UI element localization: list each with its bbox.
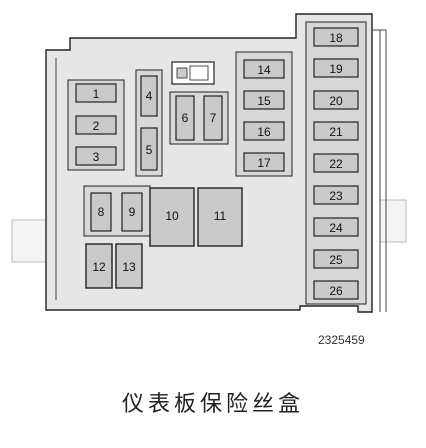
fuse-2: 2	[75, 115, 117, 135]
fuse-25-label: 25	[329, 253, 343, 267]
figure-caption: 仪表板保险丝盒	[121, 392, 304, 417]
fuse-16: 16	[243, 121, 285, 141]
fuse-4: 4	[140, 75, 158, 117]
fuse-5-label: 5	[146, 143, 153, 157]
fuse-8: 8	[90, 192, 112, 232]
fuse-3-label: 3	[93, 150, 100, 164]
fuse-5: 5	[140, 127, 158, 171]
fuse-18: 18	[313, 27, 359, 47]
fuse-22: 22	[313, 153, 359, 173]
fuse-14: 14	[243, 59, 285, 79]
fuse-17: 17	[243, 152, 285, 172]
fuse-9-label: 9	[129, 205, 136, 219]
fuse-19: 19	[313, 58, 359, 78]
relay-13-label: 13	[122, 260, 136, 274]
fuse-4-label: 4	[146, 89, 153, 103]
fuse-20-label: 20	[329, 94, 343, 108]
fuse-15-label: 15	[257, 94, 271, 108]
fuse-21: 21	[313, 121, 359, 141]
fuse-20: 20	[313, 90, 359, 110]
fuse-26: 26	[313, 280, 359, 300]
relay-connector-slot	[189, 65, 209, 81]
relay-11-label: 11	[214, 209, 227, 223]
fuse-21-label: 21	[329, 125, 343, 139]
fuse-23: 23	[313, 185, 359, 205]
relay-connector-slot	[176, 67, 188, 79]
fuse-26-label: 26	[329, 284, 343, 298]
fuse-1: 1	[75, 83, 117, 103]
fuse-6: 6	[175, 95, 195, 141]
fuse-6-label: 6	[182, 111, 189, 125]
fuse-18-label: 18	[329, 31, 343, 45]
relay-12-label: 12	[92, 260, 106, 274]
relay-10: 10	[149, 187, 195, 247]
fuse-23-label: 23	[329, 189, 343, 203]
fuse-16-label: 16	[257, 125, 271, 139]
figure-code: 2325459	[318, 333, 365, 347]
fuse-7-label: 7	[210, 111, 217, 125]
relay-13: 13	[115, 243, 143, 289]
fuse-2-label: 2	[93, 119, 100, 133]
mount-bar-right	[379, 199, 407, 243]
fuse-7: 7	[203, 95, 223, 141]
fuse-25: 25	[313, 249, 359, 269]
fuse-15: 15	[243, 90, 285, 110]
fuse-22-label: 22	[329, 157, 343, 171]
relay-12: 12	[85, 243, 113, 289]
fuse-9: 9	[121, 192, 143, 232]
relay-11: 11	[197, 187, 243, 247]
fuse-8-label: 8	[98, 205, 105, 219]
fuse-19-label: 19	[329, 62, 343, 76]
relay-10-label: 10	[165, 209, 179, 223]
fuse-24-label: 24	[329, 221, 343, 235]
fuse-17-label: 17	[257, 156, 271, 170]
fuse-3: 3	[75, 146, 117, 166]
fuse-24: 24	[313, 217, 359, 237]
fuse-14-label: 14	[257, 63, 271, 77]
fuse-1-label: 1	[93, 87, 100, 101]
